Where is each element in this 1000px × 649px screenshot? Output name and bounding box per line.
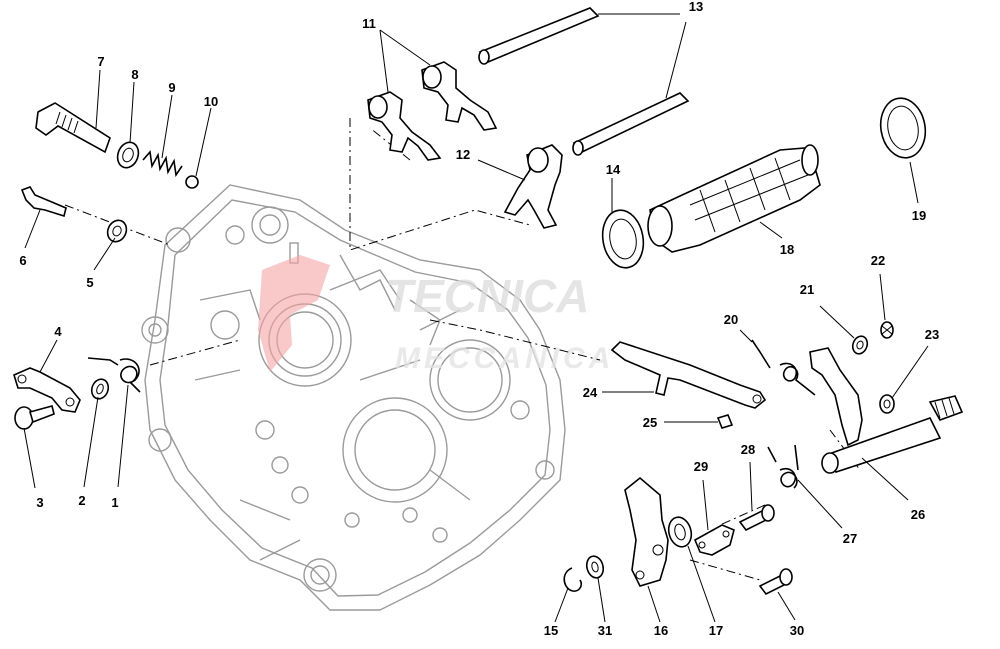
callout-24: 24 — [583, 385, 598, 400]
callout-14: 14 — [606, 162, 621, 177]
part-20-spring — [751, 339, 816, 396]
part-24-stopper-lever — [610, 341, 767, 409]
callout-5: 5 — [86, 275, 93, 290]
callout-21: 21 — [800, 282, 814, 297]
callout-2: 2 — [78, 493, 85, 508]
callout-1: 1 — [111, 495, 118, 510]
part-28-bolt — [738, 504, 775, 532]
part-29-plate — [693, 524, 735, 556]
part-12-shift-fork — [503, 144, 563, 229]
part-22-circlip — [880, 321, 894, 339]
callout-6: 6 — [19, 253, 26, 268]
callout-7: 7 — [97, 54, 104, 69]
callout-8: 8 — [131, 67, 138, 82]
part-23-washer — [879, 394, 895, 414]
callout-labels: 1 2 3 4 5 6 7 8 9 10 11 12 13 14 15 16 1… — [19, 0, 939, 638]
callout-9: 9 — [168, 80, 175, 95]
callout-11: 11 — [362, 16, 376, 31]
watermark-line2: MECCANICA — [395, 342, 614, 375]
callout-12: 12 — [456, 147, 470, 162]
callout-30: 30 — [790, 623, 804, 638]
callout-22: 22 — [871, 253, 885, 268]
part-9-spring — [142, 150, 183, 178]
callout-29: 29 — [694, 459, 708, 474]
callout-3: 3 — [36, 495, 43, 510]
part-10-ball — [185, 175, 199, 189]
part-14-seal-ring — [601, 209, 645, 269]
callout-13: 13 — [689, 0, 703, 14]
callout-18: 18 — [780, 242, 794, 257]
part-26-gearshift-shaft — [809, 347, 964, 474]
callout-26: 26 — [911, 507, 925, 522]
callout-15: 15 — [544, 623, 558, 638]
watermark: TECNICA MECCANICA — [258, 255, 614, 375]
part-17-washer — [667, 516, 693, 548]
watermark-line1: TECNICA — [385, 270, 589, 322]
part-2-washer — [90, 378, 110, 400]
part-8-washer — [116, 141, 140, 169]
part-5-washer — [106, 219, 128, 243]
part-6-sensor — [20, 186, 67, 218]
callout-20: 20 — [724, 312, 738, 327]
part-18-selector-drum — [647, 144, 821, 253]
callout-19: 19 — [912, 208, 926, 223]
leader-lines — [23, 13, 929, 623]
part-7-hollow-bolt — [35, 102, 111, 154]
part-1-spring — [87, 357, 141, 393]
callout-23: 23 — [925, 327, 939, 342]
part-19-large-seal — [879, 97, 927, 159]
callout-4: 4 — [54, 324, 62, 339]
callout-31: 31 — [598, 623, 612, 638]
callout-16: 16 — [654, 623, 668, 638]
part-13-shafts — [478, 7, 690, 156]
callout-27: 27 — [843, 531, 857, 546]
callout-10: 10 — [204, 94, 218, 109]
callout-17: 17 — [709, 623, 723, 638]
part-27-spring — [767, 444, 799, 489]
part-3-screw — [14, 405, 55, 430]
part-11-shift-forks — [367, 61, 498, 161]
callout-25: 25 — [643, 415, 657, 430]
part-4-plate — [13, 367, 81, 413]
part-25-pin — [716, 414, 734, 429]
part-21-washer — [851, 335, 869, 355]
part-30-bolt — [758, 568, 793, 596]
part-16-index-plate — [624, 476, 669, 587]
watermark-logo-icon — [258, 255, 330, 372]
part-15-circlip — [563, 567, 583, 592]
callout-28: 28 — [741, 442, 755, 457]
part-31-washer — [585, 555, 605, 579]
crankcase-half — [141, 184, 566, 611]
